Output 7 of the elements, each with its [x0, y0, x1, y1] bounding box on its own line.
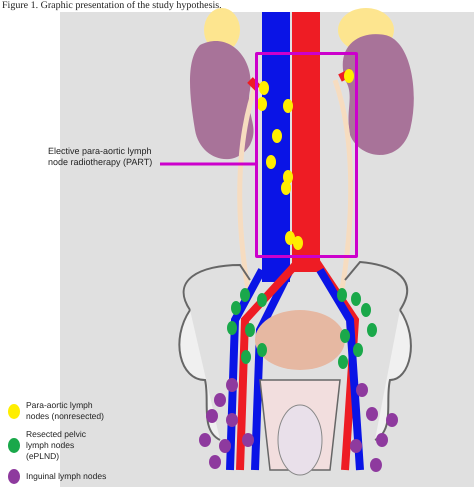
legend-label: Para-aortic lymph nodes (nonresected) — [26, 400, 105, 422]
callout-text: Elective para-aortic lymph node radiotherapy (PART) — [48, 146, 160, 182]
figure-title: Figure 1. Graphic presentation of the study hypothesis. — [2, 0, 222, 11]
legend-label: Inguinal lymph nodes — [26, 471, 106, 482]
target-box — [255, 52, 358, 258]
leader-line — [160, 162, 255, 166]
legend-label: Resected pelvic lymph nodes (ePLND) — [26, 429, 88, 462]
